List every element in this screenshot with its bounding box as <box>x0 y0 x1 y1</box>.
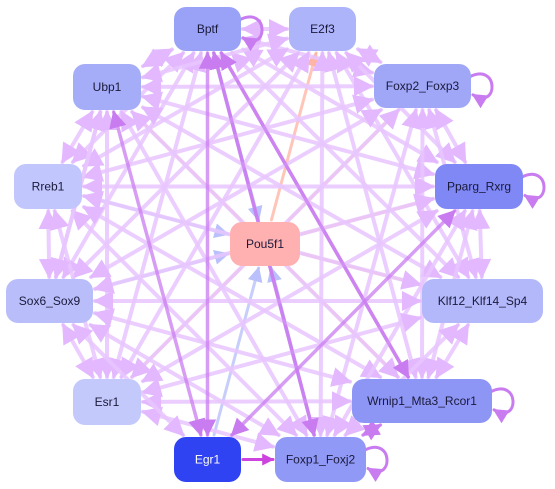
node-pou5f1-label: Pou5f1 <box>246 237 284 251</box>
node-rreb1[interactable]: Rreb1 <box>14 164 82 209</box>
node-e2f3-label: E2f3 <box>310 22 335 36</box>
node-rreb1-box <box>14 164 82 209</box>
node-esr1-box <box>73 379 141 425</box>
node-sox6-sox9[interactable]: Sox6_Sox9 <box>6 279 93 323</box>
self-loop-wrnip1-mta3-rcor1 <box>488 387 515 424</box>
node-pparg-rxrg[interactable]: Pparg_Rxrg <box>435 164 523 209</box>
node-foxp2-foxp3[interactable]: Foxp2_Foxp3 <box>374 64 471 108</box>
node-ubp1-box <box>73 64 141 110</box>
node-pou5f1[interactable]: Pou5f1 <box>230 222 300 266</box>
node-pou5f1-box <box>230 222 300 266</box>
node-foxp2-foxp3-box <box>374 64 471 108</box>
node-e2f3[interactable]: E2f3 <box>289 7 356 51</box>
edge-esr1-to-wrnip1-mta3-rcor1 <box>141 391 352 412</box>
node-pparg-rxrg-box <box>435 164 523 209</box>
edge-ubp1-to-foxp2-foxp3 <box>141 76 374 97</box>
node-e2f3-box <box>289 7 356 51</box>
node-foxp1-foxj2[interactable]: Foxp1_Foxj2 <box>275 437 366 482</box>
node-wrnip1-mta3-rcor1-box <box>352 379 492 423</box>
node-sox6-sox9-box <box>6 279 93 323</box>
node-wrnip1-mta3-rcor1-label: Wrnip1_Mta3_Rcor1 <box>367 394 477 408</box>
self-loop-foxp1-foxj2 <box>362 446 389 482</box>
node-pparg-rxrg-label: Pparg_Rxrg <box>447 180 511 194</box>
node-ubp1-label: Ubp1 <box>93 80 122 94</box>
node-esr1-label: Esr1 <box>95 395 120 409</box>
edge-e2f3-to-foxp2-foxp3 <box>356 44 383 67</box>
node-bptf-box <box>174 7 241 51</box>
self-loops-layer <box>237 15 546 482</box>
node-foxp1-foxj2-label: Foxp1_Foxj2 <box>286 453 356 467</box>
edge-e2f3-to-foxp1-foxj2 <box>310 51 333 437</box>
node-klf12-klf14-sp4[interactable]: Klf12_Klf14_Sp4 <box>422 279 543 323</box>
self-loop-bptf <box>237 15 264 52</box>
edge-egr1-to-ubp1 <box>109 110 206 437</box>
node-egr1-label: Egr1 <box>195 453 221 467</box>
node-egr1-box <box>174 437 241 482</box>
node-rreb1-label: Rreb1 <box>32 180 65 194</box>
node-bptf[interactable]: Bptf <box>174 7 241 51</box>
node-sox6-sox9-label: Sox6_Sox9 <box>19 294 81 308</box>
edge-rreb1-to-sox6-sox9 <box>38 209 59 279</box>
node-klf12-klf14-sp4-box <box>422 279 543 323</box>
edge-pparg-rxrg-to-klf12-klf14-sp4 <box>470 209 492 279</box>
self-loop-foxp2-foxp3 <box>467 72 494 109</box>
node-wrnip1-mta3-rcor1[interactable]: Wrnip1_Mta3_Rcor1 <box>352 379 492 423</box>
node-bptf-label: Bptf <box>197 22 219 36</box>
node-egr1[interactable]: Egr1 <box>174 437 241 482</box>
node-esr1[interactable]: Esr1 <box>73 379 141 425</box>
node-foxp2-foxp3-label: Foxp2_Foxp3 <box>386 79 460 93</box>
node-foxp1-foxj2-box <box>275 437 366 482</box>
edge-wrnip1-mta3-rcor1-to-foxp1-foxj2 <box>361 419 383 441</box>
edge-bptf-to-ubp1 <box>141 47 174 69</box>
node-ubp1[interactable]: Ubp1 <box>73 64 141 110</box>
self-loop-pparg-rxrg <box>519 173 546 209</box>
node-klf12-klf14-sp4-label: Klf12_Klf14_Sp4 <box>438 294 528 308</box>
